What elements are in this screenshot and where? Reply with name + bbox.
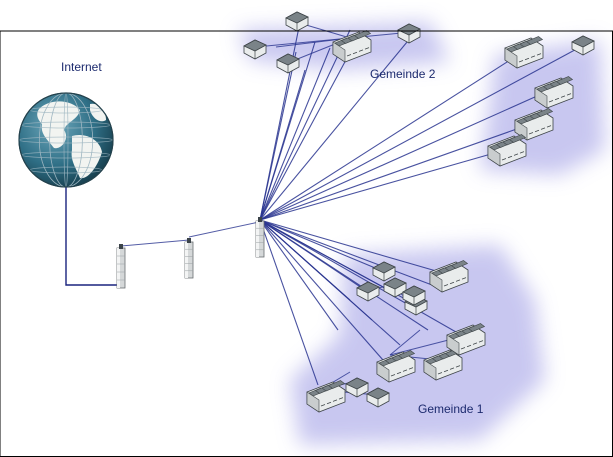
industrial-building-icon [514, 108, 554, 141]
industrial-building-icon [376, 350, 416, 383]
industrial-building-icon [487, 134, 527, 167]
house-icon [372, 261, 396, 282]
buildings [243, 11, 595, 413]
radio-link [259, 29, 351, 221]
radio-link [259, 44, 585, 221]
industrial-building-icon [306, 380, 346, 413]
internet-label: Internet [61, 60, 102, 74]
radio-link [259, 69, 306, 221]
industrial-building-icon [534, 76, 574, 109]
industrial-building-icon [504, 36, 544, 69]
community-2-label: Gemeinde 2 [370, 67, 436, 81]
house-icon [345, 377, 369, 398]
globe-outline [18, 92, 114, 188]
radio-link [259, 91, 547, 221]
industrial-building-icon [332, 30, 372, 63]
radio-link [259, 219, 441, 289]
house-icon [276, 53, 300, 74]
radio-link [259, 219, 339, 331]
house-icon [356, 281, 380, 302]
antenna-mast-icon [116, 244, 126, 289]
industrial-building-icon [423, 348, 463, 381]
radio-link [259, 21, 301, 221]
radio-link [259, 47, 331, 221]
local-link [120, 239, 190, 247]
local-link [255, 37, 351, 48]
globe-icon [18, 92, 114, 188]
radio-link [259, 219, 319, 386]
relay-masts [116, 217, 265, 289]
radio-link [259, 57, 348, 221]
house-icon [243, 39, 267, 60]
local-link [389, 329, 421, 356]
house-icon [397, 23, 421, 44]
industrial-building-icon [446, 323, 486, 356]
house-icon [285, 11, 309, 32]
radio-link [259, 219, 401, 346]
community-1-label: Gemeinde 1 [418, 402, 484, 416]
radio-link [259, 219, 429, 331]
radio-link [259, 219, 471, 341]
house-icon [402, 285, 426, 306]
industrial-building-icon [429, 260, 469, 293]
radio-link [259, 124, 529, 221]
radio-link [259, 219, 451, 276]
globe-uplink-cable [65, 185, 121, 286]
local-link [188, 221, 260, 238]
radio-link [259, 219, 381, 271]
radio-link [259, 35, 413, 221]
house-icon [366, 387, 390, 408]
wired-uplink [65, 185, 121, 286]
house-icon [571, 35, 595, 56]
antenna-mast-icon [184, 238, 194, 279]
antenna-mast-icon [255, 217, 265, 258]
radio-link [259, 219, 391, 369]
radio-link [259, 149, 506, 221]
radio-link [259, 54, 519, 221]
